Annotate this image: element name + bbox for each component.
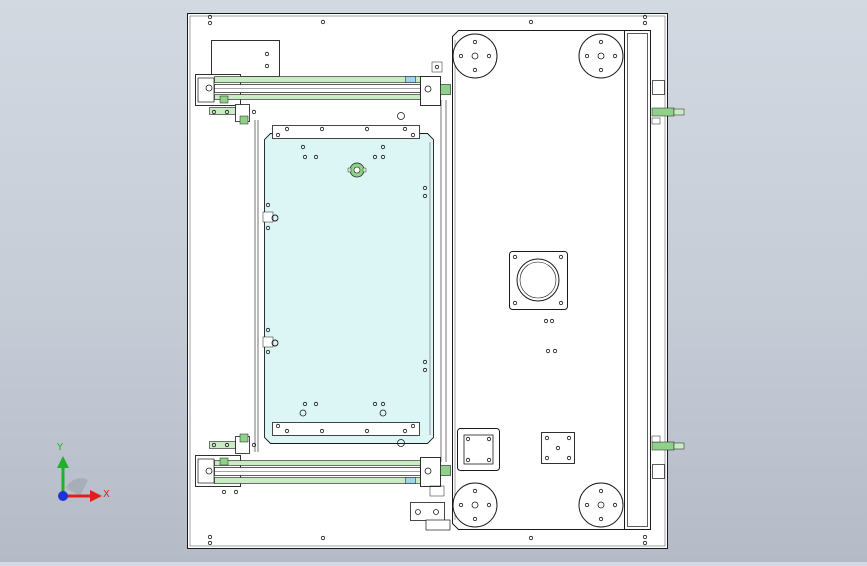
top-left-bracket — [211, 40, 280, 77]
coordinate-triad-icon: Y X — [48, 438, 118, 510]
wheel-top-right — [578, 33, 624, 79]
panel-bottom-clamp-bar — [272, 422, 420, 436]
wheel-bottom-left — [452, 482, 498, 528]
triad-x-label: X — [103, 489, 110, 500]
panel-side-fittings — [262, 185, 428, 373]
right-side-fittings — [651, 80, 685, 479]
pad-left — [457, 428, 500, 471]
bottom-cylinder-fitting — [209, 433, 257, 454]
triad-y-label: Y — [57, 442, 64, 453]
panel-holes-bottom — [299, 401, 405, 447]
slide-panel — [264, 133, 434, 444]
bottom-small-bracket — [410, 502, 451, 531]
wheel-top-left — [452, 33, 498, 79]
vertical-guide-lines — [254, 100, 447, 462]
panel-top-clamp-bar — [272, 125, 420, 139]
top-rail-assembly — [195, 61, 451, 106]
panel-holes-top — [300, 112, 405, 160]
base-plate-inner-border — [189, 15, 666, 547]
pad-right — [541, 432, 575, 464]
green-knob — [347, 162, 367, 178]
side-bar — [624, 30, 651, 530]
bottom-rail-assembly — [195, 455, 451, 497]
wheel-bottom-right — [578, 482, 624, 528]
top-cylinder-fitting — [209, 104, 257, 125]
motor-mount — [509, 251, 568, 310]
